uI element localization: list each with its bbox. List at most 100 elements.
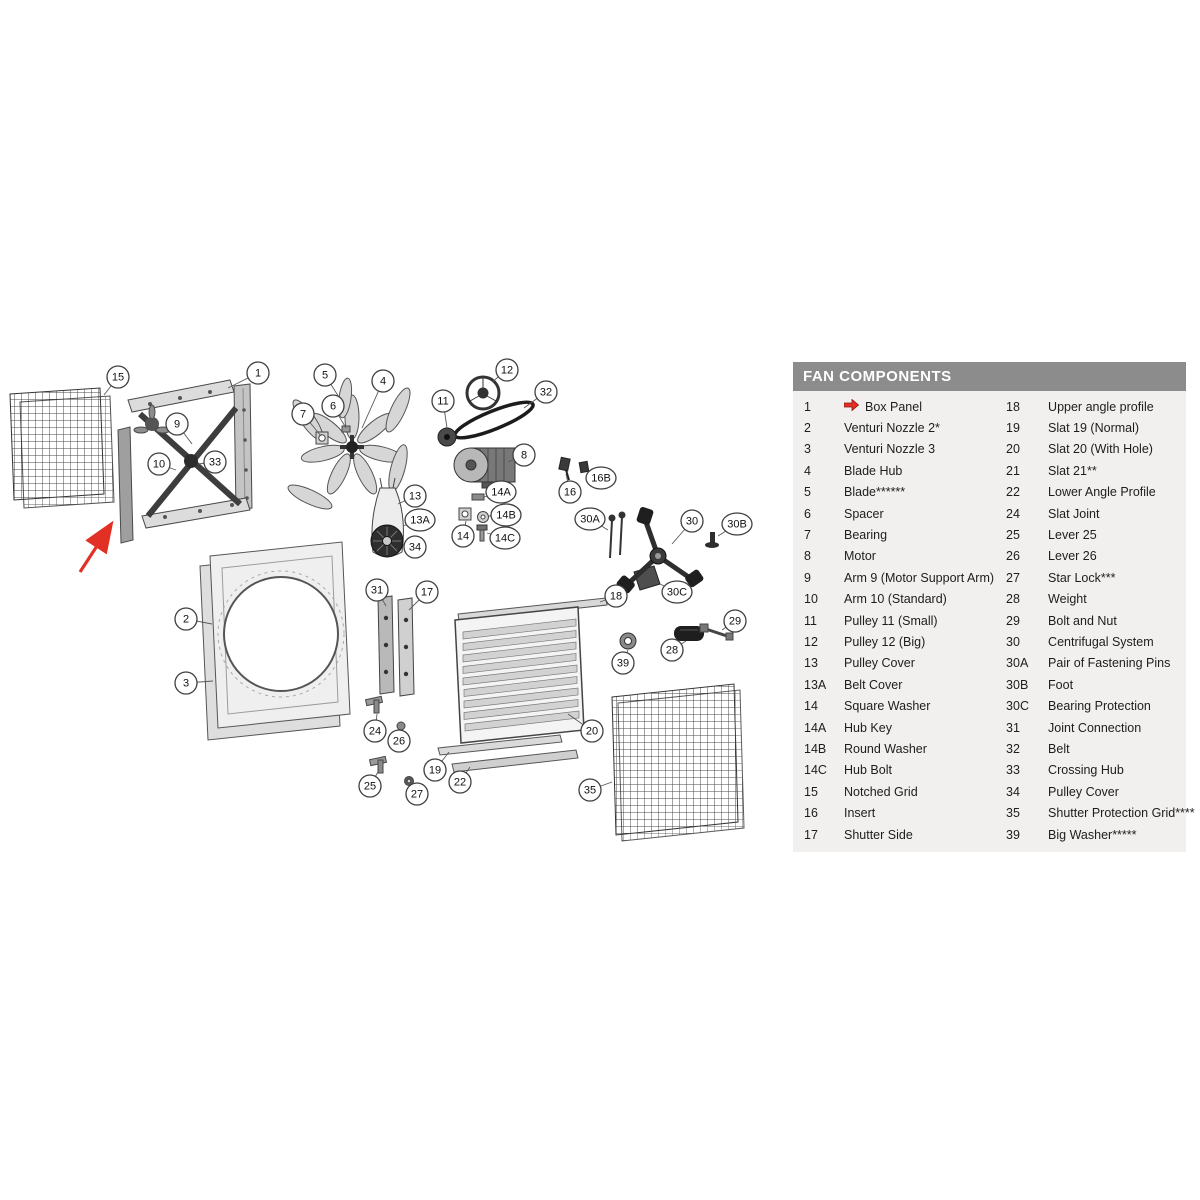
component-row: 13 Pulley Cover xyxy=(793,653,994,674)
callout-31 xyxy=(365,578,389,602)
component-number: 7 xyxy=(804,528,811,543)
callout-6 xyxy=(321,394,345,418)
component-name: Insert xyxy=(844,806,876,821)
callout-label: 14 xyxy=(457,531,469,543)
component-number: 10 xyxy=(804,592,818,607)
callout-33 xyxy=(203,450,227,474)
callout-22 xyxy=(448,770,472,794)
component-number: 14C xyxy=(804,763,827,778)
component-row: 33 Crossing Hub xyxy=(994,760,1195,781)
callout-label: 17 xyxy=(421,587,433,599)
component-name: Slat 19 (Normal) xyxy=(1048,421,1140,436)
callout-label: 22 xyxy=(454,777,466,789)
component-name: Arm 10 (Standard) xyxy=(844,592,947,607)
component-name: Notched Grid xyxy=(844,784,918,799)
table-title: FAN COMPONENTS xyxy=(793,362,1186,391)
component-name: Upper angle profile xyxy=(1048,399,1154,414)
callout-label: 14A xyxy=(491,487,511,499)
callout-17 xyxy=(415,580,439,604)
component-name: Big Washer***** xyxy=(1048,827,1137,842)
component-number: 9 xyxy=(804,570,811,585)
component-number: 33 xyxy=(1006,763,1020,778)
callout-25 xyxy=(358,774,382,798)
callout-29 xyxy=(723,609,747,633)
component-number: 35 xyxy=(1006,806,1020,821)
callout-16 xyxy=(558,480,582,504)
weight-part xyxy=(674,626,704,641)
callout-label: 33 xyxy=(209,457,221,469)
callout-14 xyxy=(451,524,475,548)
component-number: 6 xyxy=(804,506,811,521)
component-number: 30B xyxy=(1006,677,1029,692)
component-number: 2 xyxy=(804,421,811,436)
box-panel-part xyxy=(117,379,253,544)
shutter-side-part xyxy=(377,595,415,697)
component-number: 14A xyxy=(804,720,827,735)
component-name: Bolt and Nut xyxy=(1048,613,1117,628)
callout-7 xyxy=(291,402,315,426)
callout-label: 3 xyxy=(183,678,189,690)
component-number: 13 xyxy=(804,656,818,671)
component-number: 25 xyxy=(1006,528,1020,543)
callout-5 xyxy=(313,363,337,387)
callout-11 xyxy=(431,389,455,413)
callout-label: 16 xyxy=(564,487,576,499)
bearing-spacer-part xyxy=(315,425,351,445)
callout-26 xyxy=(387,729,411,753)
callout-label: 30 xyxy=(686,516,698,528)
centrifugal-system-part xyxy=(616,507,704,594)
callout-32 xyxy=(534,380,558,404)
component-number: 34 xyxy=(1006,784,1020,799)
component-number: 30A xyxy=(1006,656,1029,671)
callout-label: 8 xyxy=(521,450,527,462)
component-name: Bearing xyxy=(844,528,888,543)
callout-label: 25 xyxy=(364,781,376,793)
component-name: Blade****** xyxy=(844,485,906,500)
component-name: Weight xyxy=(1048,592,1087,607)
component-name: Square Washer xyxy=(844,699,931,714)
component-name: Round Washer xyxy=(844,741,927,756)
component-number: 24 xyxy=(1006,506,1020,521)
callout-34 xyxy=(403,535,427,559)
callout-13 xyxy=(403,484,427,508)
component-name: Shutter Protection Grid**** xyxy=(1048,806,1195,821)
foot-part xyxy=(705,532,719,548)
component-name: Pulley Cover xyxy=(844,656,915,671)
component-number: 8 xyxy=(804,549,811,564)
component-number: 18 xyxy=(1006,399,1020,414)
pulley-12-part xyxy=(465,375,501,411)
component-name: Motor xyxy=(844,549,876,564)
callout-label: 30A xyxy=(580,514,600,526)
component-number: 30 xyxy=(1006,634,1020,649)
callout-label: 11 xyxy=(437,396,448,408)
component-name: Box Panel xyxy=(843,398,994,414)
callout-label: 34 xyxy=(409,542,421,554)
notched-grid-part xyxy=(9,387,115,509)
callout-label: 16B xyxy=(591,473,611,485)
component-name: Crossing Hub xyxy=(1048,763,1124,778)
component-row: 30B Foot xyxy=(994,674,1195,695)
component-name: Foot xyxy=(1048,677,1074,692)
pulley-cover-part xyxy=(370,477,404,558)
component-number: 17 xyxy=(804,827,818,842)
callout-4 xyxy=(371,369,395,393)
callout-27 xyxy=(405,782,429,806)
callout-8 xyxy=(512,443,536,467)
